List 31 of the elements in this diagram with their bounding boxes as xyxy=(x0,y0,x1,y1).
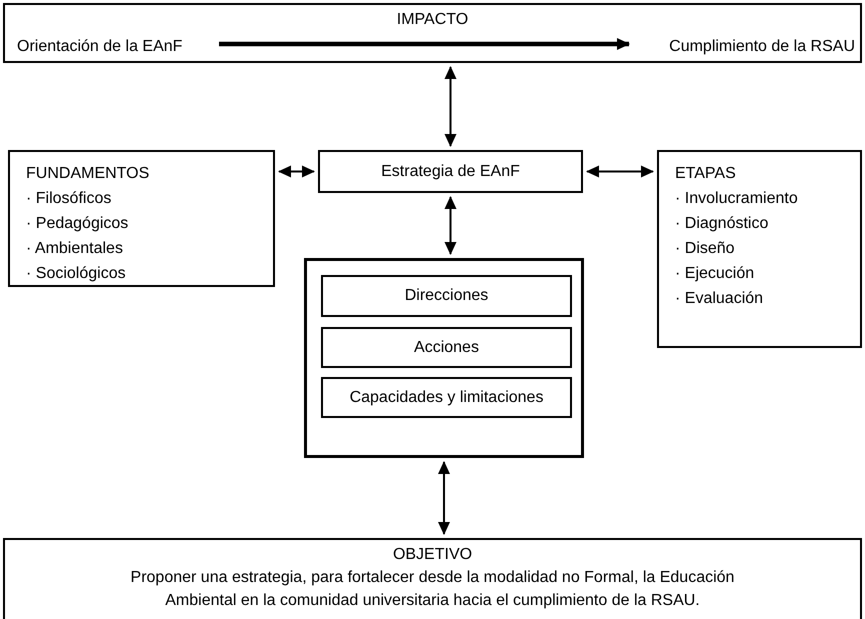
list-item: · Diagnóstico xyxy=(675,214,770,234)
arrow xyxy=(219,38,630,50)
objective-panel xyxy=(3,538,862,619)
list-item: · Involucramiento xyxy=(675,189,799,209)
process-box: Estrategia de EAnF xyxy=(318,150,583,193)
list-heading: FUNDAMENTOS xyxy=(26,164,150,184)
list-item: · Diseño xyxy=(675,239,736,259)
objective-text: Proponer una estrategia, para fortalecer desde la modalidad no Formal, la Educación Ambiental en la comunidad universitaria hacia el cumplimiento de la RSAU. xyxy=(130,568,736,611)
list-item: · Filosóficos xyxy=(26,189,112,209)
impact-panel xyxy=(3,3,862,63)
group-box xyxy=(304,258,584,458)
arrow xyxy=(438,461,450,535)
panel-heading: OBJETIVO xyxy=(392,545,472,565)
text-label: Cumplimiento de la RSAU xyxy=(635,35,855,57)
arrow xyxy=(444,66,456,147)
list-item: · Sociológicos xyxy=(26,264,127,284)
process-box: Direcciones xyxy=(321,275,572,317)
list-item: · Pedagógicos xyxy=(26,214,130,234)
list-box xyxy=(657,150,862,348)
list-item: · Evaluación xyxy=(675,289,764,309)
arrow xyxy=(586,166,654,178)
list-item: · Ejecución xyxy=(675,264,756,284)
panel-heading: IMPACTO xyxy=(396,10,468,30)
process-box: Capacidades y limitaciones xyxy=(321,377,572,418)
process-box: Acciones xyxy=(321,327,572,368)
list-box xyxy=(8,150,275,287)
arrow xyxy=(278,166,315,178)
text-label: Orientación de la EAnF xyxy=(17,35,217,57)
list-item: · Ambientales xyxy=(26,239,124,259)
arrow xyxy=(444,196,456,255)
list-heading: ETAPAS xyxy=(675,164,737,184)
